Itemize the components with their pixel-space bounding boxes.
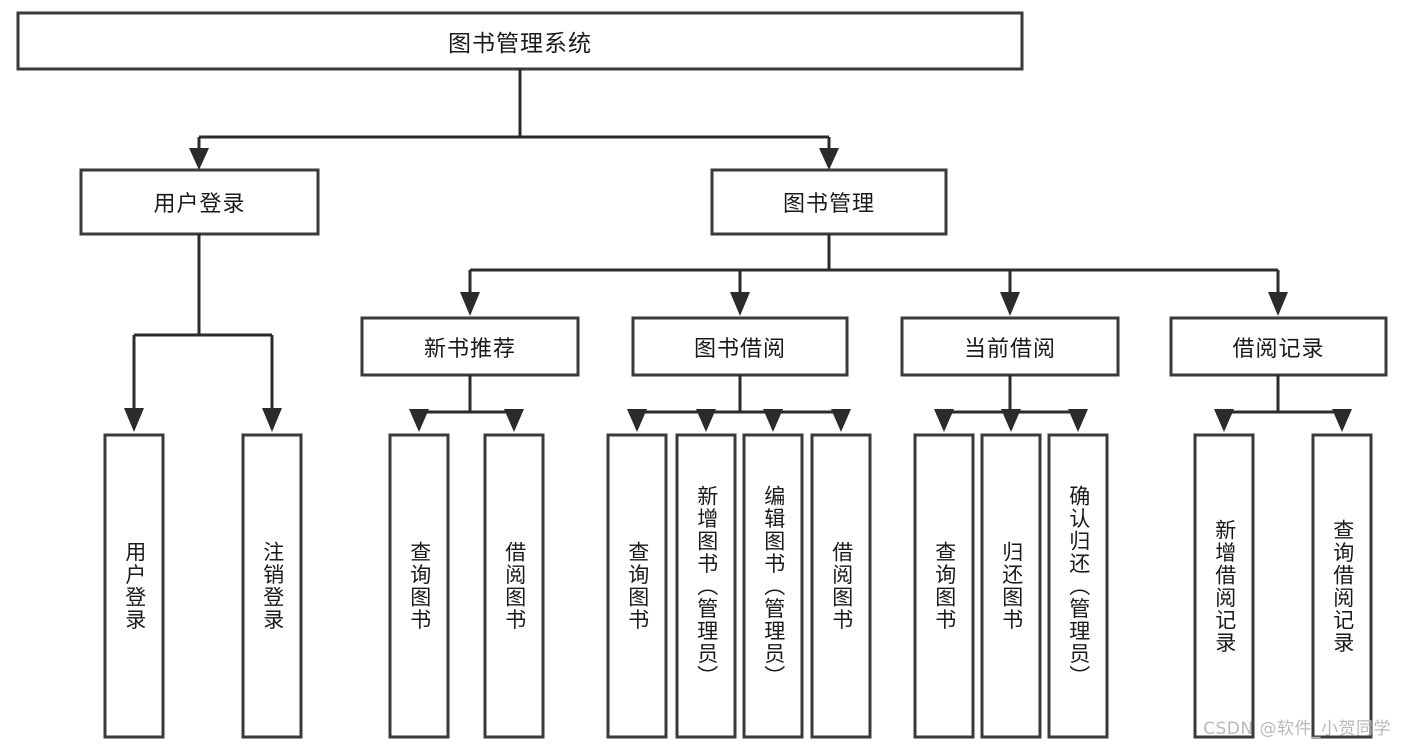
node-leaf-newbook-query[interactable] (388, 433, 450, 739)
node-leaf-currentborrow-return[interactable] (980, 433, 1042, 739)
arrowhead-bookborrow-leaf-3 (763, 409, 783, 432)
arrowhead-bookborrow-leaf-4 (831, 409, 851, 432)
arrowhead-userlogin-leaf-2 (262, 408, 282, 432)
arrowhead-to-book-management (819, 148, 839, 170)
node-leaf-bookborrow-add[interactable] (675, 433, 737, 739)
arrowhead-userlogin-leaf-1 (124, 408, 144, 432)
arrowhead-currentborrow-leaf-2 (1001, 409, 1021, 432)
arrowhead-to-user-login (189, 148, 209, 170)
node-leaf-bookborrow-edit[interactable] (742, 433, 804, 739)
arrowhead-to-current-borrow (1000, 292, 1020, 316)
node-leaf-user-login-login[interactable] (103, 433, 165, 739)
node-leaf-borrowrecord-query[interactable] (1311, 433, 1373, 739)
arrowhead-currentborrow-leaf-3 (1068, 409, 1088, 432)
node-book-management[interactable] (710, 168, 948, 236)
node-new-book-recommend[interactable] (360, 316, 580, 377)
node-leaf-currentborrow-confirm[interactable] (1047, 433, 1109, 739)
node-root-system[interactable] (16, 11, 1024, 71)
arrowhead-to-borrow-record (1268, 292, 1288, 316)
arrowhead-borrowrecord-leaf-2 (1332, 409, 1352, 432)
node-leaf-bookborrow-query[interactable] (606, 433, 668, 739)
node-borrow-record[interactable] (1169, 316, 1388, 377)
csdn-watermark: CSDN @软件_小贺同学 (1203, 719, 1391, 739)
arrowhead-to-new-book-recommend (460, 292, 480, 316)
arrowhead-bookborrow-leaf-2 (696, 409, 716, 432)
arrowhead-currentborrow-leaf-1 (934, 409, 954, 432)
node-user-login[interactable] (79, 168, 320, 236)
arrowhead-newbook-leaf-1 (409, 409, 429, 432)
arrowhead-newbook-leaf-2 (504, 409, 524, 432)
arrowhead-to-book-borrow (730, 292, 750, 316)
node-leaf-bookborrow-borrow[interactable] (810, 433, 872, 739)
node-leaf-borrowrecord-add[interactable] (1193, 433, 1255, 739)
node-leaf-user-login-logout[interactable] (241, 433, 303, 739)
arrowhead-bookborrow-leaf-1 (627, 409, 647, 432)
node-leaf-currentborrow-query[interactable] (913, 433, 975, 739)
node-book-borrow[interactable] (631, 316, 849, 377)
node-current-borrow[interactable] (900, 316, 1120, 377)
arrowhead-borrowrecord-leaf-1 (1214, 409, 1234, 432)
node-leaf-newbook-borrow[interactable] (483, 433, 545, 739)
